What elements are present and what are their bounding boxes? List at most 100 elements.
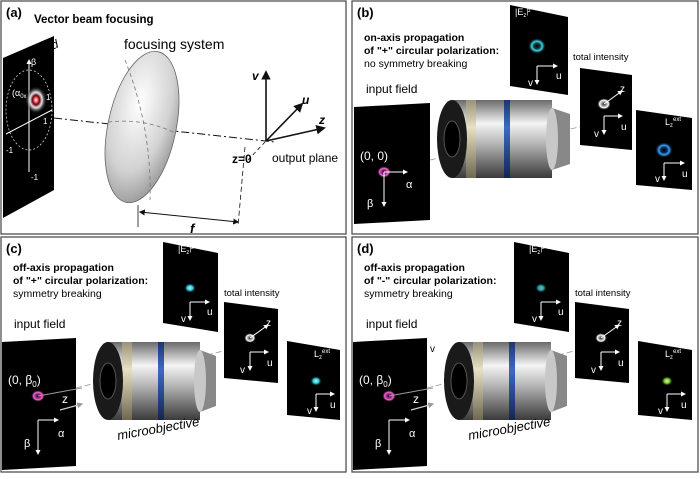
objective-aperture-d bbox=[450, 362, 468, 400]
objective-nose-face-b bbox=[546, 108, 558, 170]
focusing-system-label: focusing system bbox=[124, 36, 224, 52]
lz-label-d: Lzext bbox=[665, 349, 681, 361]
tick-minus-one-x-a: -1 bbox=[6, 146, 14, 155]
panel-d: (d) off-axis propagation of "-" circular… bbox=[351, 236, 699, 473]
beta-label-a: β bbox=[31, 57, 36, 67]
ez-spot-c bbox=[184, 283, 196, 293]
ez-u-label-b: u bbox=[556, 71, 562, 82]
z-label-d: z bbox=[413, 392, 419, 406]
panel-d-stray-v: v bbox=[430, 344, 435, 355]
z-arrow-c bbox=[59, 402, 84, 411]
total-v-label-b: v bbox=[594, 129, 599, 140]
panel-a-tag: (a) bbox=[6, 5, 22, 20]
beta-label-c: β bbox=[24, 438, 30, 450]
ellipsoid-meridian bbox=[124, 59, 151, 201]
lz-spot-c bbox=[310, 376, 322, 386]
total-z-axis-d bbox=[600, 324, 620, 339]
point-label-a: (α0x bbox=[12, 88, 27, 100]
ez-u-label-d: u bbox=[558, 307, 564, 318]
panel-c: (c) off-axis propagation of "+" circular… bbox=[0, 236, 347, 473]
alpha-label-c: α bbox=[58, 428, 65, 440]
lz-u-label-d: u bbox=[681, 400, 687, 411]
panel-a-title: Vector beam focusing bbox=[34, 14, 154, 26]
panel-d-input-label: input field bbox=[366, 317, 417, 331]
optical-axis-a bbox=[53, 117, 276, 143]
objective-band-b bbox=[504, 100, 510, 178]
panel-b-title-2: of "+" circular polarization: bbox=[364, 45, 499, 57]
objective-d bbox=[426, 337, 627, 420]
tick-one-a: 1 bbox=[43, 117, 48, 126]
ez-v-label-b: v bbox=[528, 78, 533, 89]
f-dimension bbox=[138, 209, 240, 225]
ellipsoid-equator bbox=[107, 120, 176, 134]
total-u-label-c: u bbox=[267, 358, 273, 369]
total-z-label-d: z bbox=[617, 318, 622, 329]
panel-b-title-1: on-axis propagation bbox=[364, 32, 464, 44]
beta-label-d: β bbox=[375, 438, 381, 450]
u-label-a: u bbox=[302, 93, 310, 107]
input-point-c: (0, β0) bbox=[8, 373, 41, 389]
ez-label-c: |Ez|² bbox=[178, 244, 194, 256]
output-plane-guide bbox=[247, 140, 267, 161]
objective-band-c bbox=[158, 342, 164, 420]
ez-label-d: |Ez|² bbox=[529, 244, 545, 256]
panel-b-subtitle: no symmetry breaking bbox=[364, 58, 467, 70]
input-plane-d bbox=[353, 338, 427, 470]
objective-b bbox=[429, 100, 621, 178]
total-u-label-d: u bbox=[618, 358, 624, 369]
total-intensity-label-d: total intensity bbox=[575, 288, 631, 299]
lz-v-label-b: v bbox=[655, 174, 660, 185]
ez-label-b: |Ez|² bbox=[515, 7, 531, 19]
objective-aperture-b bbox=[443, 120, 461, 158]
objective-aperture-c bbox=[99, 362, 117, 400]
z-axis-a bbox=[265, 124, 326, 142]
panel-c-title-2: of "+" circular polarization: bbox=[13, 275, 148, 287]
lz-label-c: Lzext bbox=[314, 349, 330, 361]
panel-d-tag: (d) bbox=[357, 241, 374, 256]
total-u-label-b: u bbox=[621, 122, 627, 133]
panel-a: (a) Vector beam focusing input field β (… bbox=[0, 0, 347, 236]
ez-v-label-c: v bbox=[181, 314, 186, 325]
objective-band-d bbox=[509, 342, 515, 420]
objective-ring-c bbox=[122, 342, 132, 420]
z-arrow-d bbox=[410, 402, 435, 411]
objective-ring-b bbox=[466, 100, 476, 178]
panel-d-title-2: of "-" circular polarization: bbox=[364, 275, 496, 287]
lz-spot-b bbox=[655, 142, 673, 158]
input-spot-a bbox=[25, 86, 47, 114]
z0-label: z=0 bbox=[232, 152, 252, 166]
tick-minus-one-y-a: -1 bbox=[31, 173, 39, 182]
z-axis-in-d bbox=[388, 387, 434, 397]
panel-b: (b) on-axis propagation of "+" circular … bbox=[351, 0, 699, 235]
lz-spot-d bbox=[661, 376, 673, 386]
ez-v-label-d: v bbox=[532, 314, 537, 325]
panel-c-title-1: off-axis propagation bbox=[13, 262, 114, 274]
lz-u-label-b: u bbox=[682, 169, 688, 180]
ez-spot-b bbox=[528, 38, 546, 54]
alpha-label-d: α bbox=[409, 428, 416, 440]
panel-c-subtitle: symmetry breaking bbox=[13, 288, 102, 300]
lz-v-label-d: v bbox=[658, 406, 663, 417]
ez-u-label-c: u bbox=[207, 307, 213, 318]
focusing-system-ellipsoid bbox=[104, 50, 180, 204]
total-z-axis-c bbox=[249, 324, 269, 339]
objective-nose-face-c bbox=[194, 350, 206, 412]
input-plane-c bbox=[2, 338, 76, 470]
total-z-label-b: z bbox=[620, 84, 625, 95]
output-plane-label: output plane bbox=[272, 151, 338, 165]
v-label-a: v bbox=[252, 69, 260, 83]
beta-label-b: β bbox=[367, 198, 373, 210]
total-intensity-label-b: total intensity bbox=[573, 52, 629, 63]
total-z-label-c: z bbox=[266, 318, 271, 329]
f-label: f bbox=[190, 221, 196, 236]
panel-b-tag: (b) bbox=[357, 5, 374, 20]
total-v-label-c: v bbox=[240, 365, 245, 376]
input-point-b: (0, 0) bbox=[360, 149, 388, 163]
total-v-label-d: v bbox=[591, 365, 596, 376]
panel-d-subtitle: symmetry breaking bbox=[364, 288, 453, 300]
z-axis-in-c bbox=[37, 387, 83, 397]
lz-u-label-c: u bbox=[330, 400, 336, 411]
ez-spot-d bbox=[535, 283, 547, 293]
